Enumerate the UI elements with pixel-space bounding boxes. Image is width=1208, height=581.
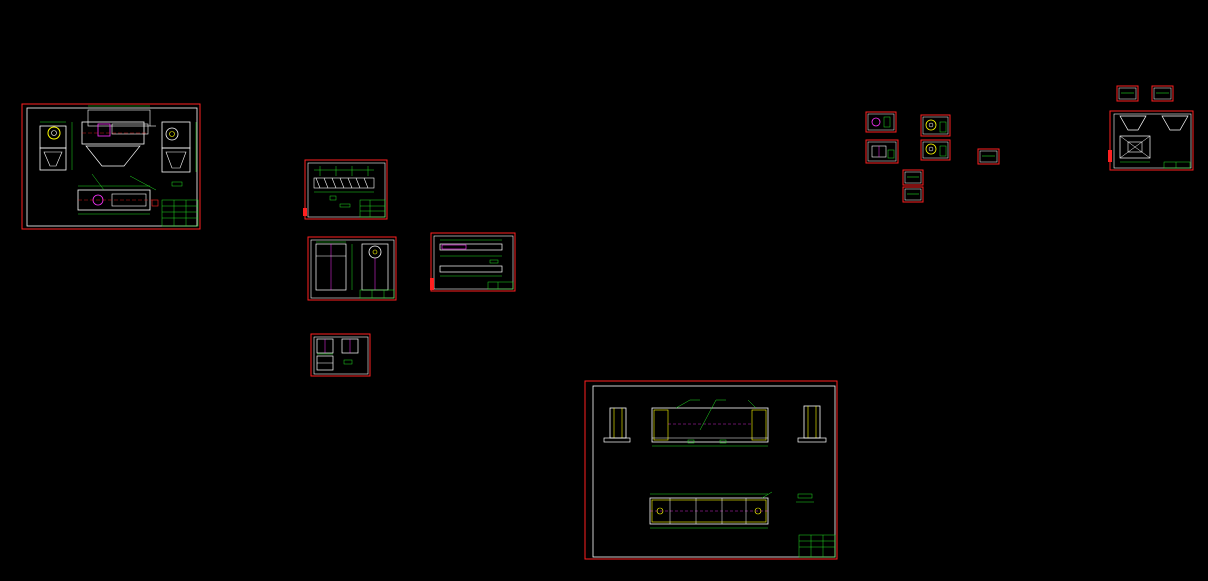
sheet-hopper[interactable] bbox=[1108, 110, 1194, 171]
sheet-large-assembly-left[interactable] bbox=[21, 103, 201, 230]
sheet-small-parts[interactable] bbox=[310, 333, 371, 377]
sheet-hopper-detail-2[interactable] bbox=[1151, 85, 1174, 102]
sheet-detail-g[interactable] bbox=[902, 186, 924, 203]
sheet-frame-assembly[interactable] bbox=[584, 380, 838, 560]
sheet-detail-c[interactable] bbox=[920, 114, 951, 137]
sheet-detail-f[interactable] bbox=[902, 169, 924, 186]
sheet-shaft[interactable] bbox=[430, 232, 516, 292]
sheet-detail-a[interactable] bbox=[865, 111, 897, 133]
sheet-hopper-detail-1[interactable] bbox=[1116, 85, 1139, 102]
sheet-detail-e[interactable] bbox=[977, 148, 1000, 165]
sheet-screw-conveyor[interactable] bbox=[303, 159, 388, 220]
sheet-housing-views[interactable] bbox=[307, 236, 397, 301]
sheet-detail-b[interactable] bbox=[865, 139, 899, 164]
sheet-detail-d[interactable] bbox=[920, 139, 951, 161]
